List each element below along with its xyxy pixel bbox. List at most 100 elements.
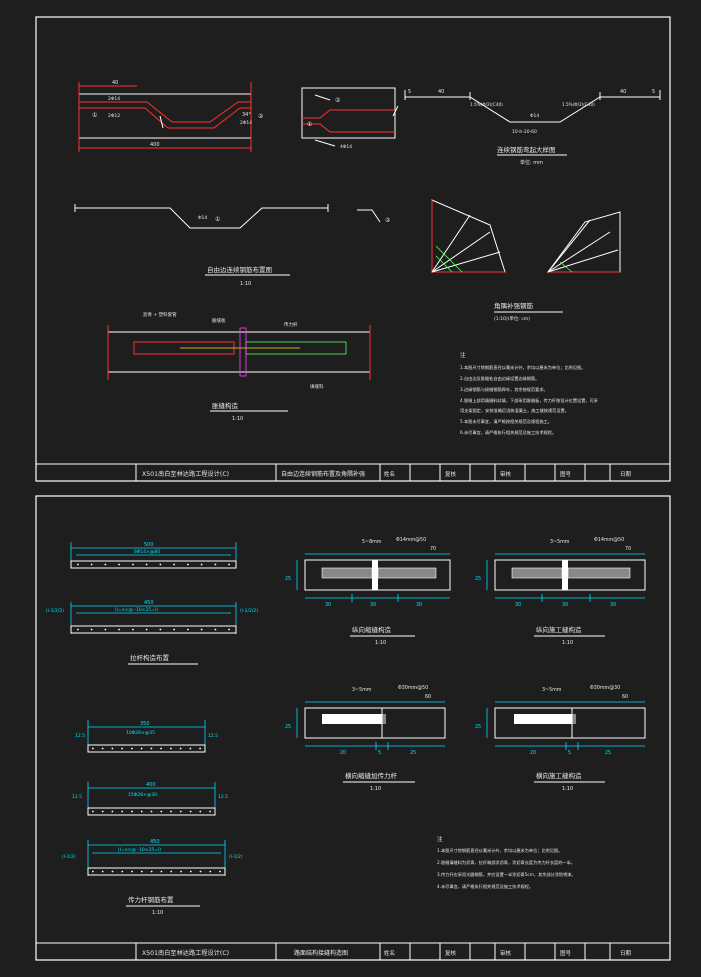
bar-dot (160, 870, 163, 873)
sec-b-right: 70 (625, 546, 631, 552)
bar-dot (199, 870, 202, 873)
sec-c-right: 60 (425, 694, 431, 700)
corner-reinforcement-drawing: 角隅补强钢筋 (1:10)(单位: cm) (431, 199, 621, 322)
sec-d-dim-2: 5 (568, 750, 571, 756)
section-d-drawing: 3~5mm Φ30mm@30 60 25 20 5 25 横向施工缝构造 1:1… (475, 685, 646, 792)
notes-2-item-4: 4.未尽事宜，请严格执行相关规范及施工技术规程。 (437, 883, 533, 890)
bar-dot (209, 810, 212, 813)
corner-title: 角隅补强钢筋 (494, 301, 534, 310)
sec-c-dim-2: 5 (378, 750, 381, 756)
bar-dot (160, 747, 163, 750)
bar-dot (90, 628, 93, 631)
sec-c-title: 横向缩缝加传力杆 (345, 771, 398, 780)
notes-2-item-3: 3.传力杆应采用光圆钢筋，并应设置一半涂沥青5cm，其余部分涂防锈漆。 (437, 871, 576, 878)
tb2-drawing: 路面结构接缝构造图 (294, 949, 348, 957)
sec-b-dim-1: 30 (515, 602, 521, 608)
bar-dot (111, 810, 114, 813)
bar-dot (145, 563, 148, 566)
notes-1-heading: 注 (460, 351, 466, 359)
bar-dot (180, 870, 182, 873)
sheet-2-notes: 注 1.本图尺寸除钢筋直径以毫米计外，余均以厘米为单位；比例见图。 2.胀缝填缝… (437, 835, 576, 890)
dim-top: 40 (112, 80, 118, 86)
bar-dot (104, 563, 107, 566)
notes-1-item-2: 2.自由边及胀缝处自由边缘设置边缘钢筋。 (460, 375, 539, 382)
dowel-r1-sub: 10Φ28×@35 (126, 730, 155, 736)
sec-c-dim-1: 20 (340, 750, 346, 756)
top-mid-rebar-drawing: ② ① 4Φ14 (301, 87, 399, 150)
mid-circle-2: ② (335, 97, 341, 104)
bar-dot (219, 870, 222, 873)
dowel-r1-dots (92, 747, 202, 750)
bar-dot (170, 870, 173, 873)
sec-a-note: Φ14mm@50 (396, 537, 426, 543)
sec-c-dim-3: 25 (410, 750, 416, 756)
dowel-r1-right: 12.5 (208, 733, 218, 739)
bar-dot (131, 747, 133, 750)
sec-b-gap: 3~5mm (550, 539, 570, 545)
notes-2-item-2: 2.胀缝填缝料为沥青，拉杆端部涂沥青，涂沥青长度为传力杆长度的一半。 (437, 859, 575, 866)
section-a-drawing: 5~8mm Φ14mm@50 70 25 30 30 30 纵向缩缝构造 1:1… (285, 537, 451, 646)
dowel-r3-sub: (l=n×@ -10×25=l) (118, 847, 161, 853)
joint-label-b: 胀缝板 (212, 317, 226, 324)
tb2-c5: 日期 (620, 950, 632, 957)
tb1-c1: 姓名 (384, 470, 395, 478)
tb1-c2: 复核 (445, 470, 457, 478)
bar-label-c: 2Φ14 (240, 120, 252, 126)
sec-b-left-h: 25 (475, 576, 481, 582)
bar-dot (131, 870, 133, 873)
bar-dot (228, 563, 231, 566)
angle-label: 34° (242, 112, 251, 118)
sec-d-dim-3: 25 (605, 750, 611, 756)
bar-dot (209, 870, 212, 873)
tie-left-tag: (l-1/2/2) (46, 608, 64, 614)
detail-slope-right: 1.5%(Φ/2)(C40) (562, 102, 595, 107)
bar-dot (132, 563, 134, 566)
bar-dot (179, 810, 182, 813)
bar-dot (92, 870, 94, 873)
free-edge-scale: 1:10 (240, 281, 251, 287)
tb2-c3: 审核 (500, 949, 512, 957)
bar-dot (187, 563, 189, 566)
corner-scale: (1:10)(单位: cm) (494, 315, 530, 322)
sheet-1-notes: 注 1.本图尺寸除钢筋直径以毫米计外，余均以厘米为单位；比例见图。 2.自由边及… (460, 351, 599, 436)
tie-bottom-sub: (l=n×@ -10×25=l) (115, 607, 158, 613)
bar-dot (199, 810, 202, 813)
sec-a-scale: 1:10 (375, 640, 386, 646)
bend-detail-drawing: 5 40 40 5 1.5%(Φ/2)(C40) 1.5%(Φ/2)(C40) … (404, 89, 661, 166)
dowel-r2-left: 12.5 (72, 794, 82, 800)
bar-dot (150, 870, 153, 873)
bar-dot (101, 810, 104, 813)
bar-dot (121, 747, 123, 750)
expansion-joint-drawing: 沥青 + 塑料套管 胀缝板 传力杆 填缝料 胀缝构造 1:10 (107, 311, 371, 422)
joint-title: 胀缝构造 (212, 401, 239, 410)
sec-a-title: 纵向缩缝构造 (352, 625, 392, 634)
bar-dot (77, 628, 79, 631)
detail-dim-d: 5 (652, 89, 655, 95)
tb2-c4: 图号 (560, 949, 572, 957)
dowel-r2-dots (92, 810, 212, 813)
bar-dot (187, 628, 189, 631)
tie-right-tag: (l-1/2/2) (240, 608, 258, 614)
joint-label-c: 传力杆 (284, 321, 298, 328)
sheet-2-frame (35, 495, 671, 961)
dowel-r1-total: 350 (140, 721, 150, 727)
notes-1-item-3: 3.边缘钢筋与接缝钢筋焊牢，其余按规范要求。 (460, 386, 548, 393)
bar-dot (118, 563, 120, 566)
sec-c-scale: 1:10 (370, 786, 381, 792)
bar-dot (179, 747, 182, 750)
sec-d-gap: 3~5mm (542, 687, 562, 693)
dowel-r3-left: (l-1/2) (62, 854, 76, 860)
bar-dot (170, 747, 172, 750)
bar-dot (173, 563, 176, 566)
dowel-r2-right: 12.5 (218, 794, 228, 800)
bar-dot (159, 628, 162, 631)
sheet-1: 40 400 2Φ14 2Φ12 ① 34° ② 2Φ14 ② ① 4Φ14 (35, 16, 671, 482)
sec-b-dim-2: 30 (562, 602, 568, 608)
bar-dot (150, 810, 153, 813)
detail-title: 连续钢筋弯起大样图 (497, 145, 556, 154)
bar-dot (170, 810, 172, 813)
bar-dot (92, 747, 94, 750)
tb2-c1: 姓名 (384, 949, 395, 957)
bar-dot (200, 563, 203, 566)
